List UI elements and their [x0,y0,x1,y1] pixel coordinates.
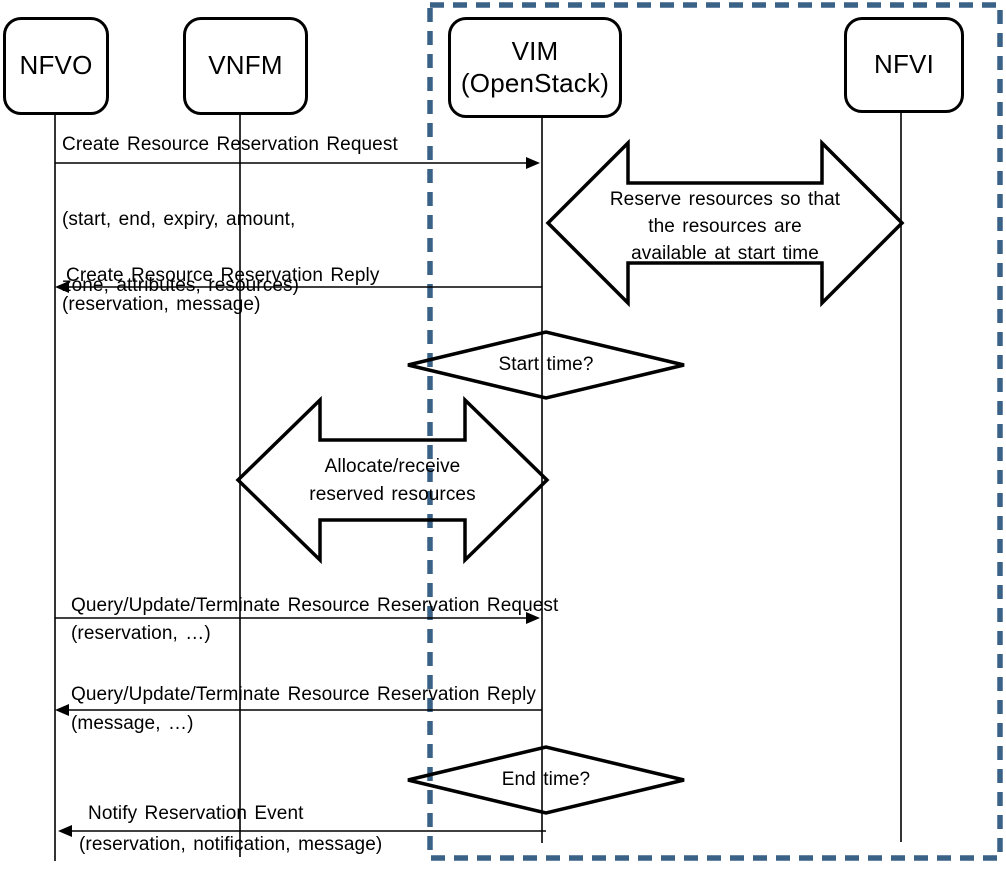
message-create-reply-param1: (reservation, message) [62,294,261,315]
vim-scope-dashed-border [427,2,1003,861]
actor-nfvi: NFVI [844,17,964,113]
actor-vim: VIM (OpenStack) [448,17,622,118]
message-query-reply-label: Query/Update/Terminate Resource Reservat… [71,684,536,705]
decision-end-time-diamond [407,745,685,815]
message-create-reply-arrow [55,281,542,293]
reserve-resources-label: Reserve resources so that the resources … [548,186,902,267]
decision-start-time-label: Start time? [498,354,594,375]
actor-nfvi-label: NFVI [873,49,935,80]
message-query-request-param1: (reservation, …) [71,623,211,644]
reserve-resources-label-line1: Reserve resources so that [609,189,841,210]
decision-start-time-diamond [407,330,685,400]
allocate-resources-label-line2: reserved resources [309,484,476,505]
actor-vnfm-label: VNFM [208,50,283,81]
message-query-reply-arrow [55,704,542,716]
actor-vim-label-line2: (OpenStack) [460,67,610,98]
message-notify-arrow [58,825,546,837]
message-create-request-param1: (start, end, expiry, amount, [62,209,296,230]
message-create-request-param2: zone, attributes, resources) [62,275,300,296]
decision-end-time-label: End time? [501,769,591,790]
reserve-resources-label-line2: the resources are [648,216,802,237]
actor-nfvo-label: NFVO [19,50,93,81]
reserve-resources-double-arrow [545,138,905,308]
message-notify-param1: (reservation, notification, message) [79,834,383,855]
message-create-request-params: (start, end, expiry, amount, zone, attri… [62,165,299,341]
actor-vnfm: VNFM [183,17,308,115]
allocate-double-arrow [235,395,550,565]
message-notify-label: Notify Reservation Event [88,803,304,824]
message-query-reply-param1: (message, …) [71,713,194,734]
message-query-request-label: Query/Update/Terminate Resource Reservat… [71,595,559,616]
allocate-resources-label: Allocate/receive reserved resources [238,453,547,509]
actor-vim-label-line1: VIM [511,35,559,66]
message-create-request-arrow [55,157,540,169]
message-create-reply-label: Create Resource Reservation Reply [66,265,380,286]
message-create-request-label: Create Resource Reservation Request [62,134,398,155]
reserve-resources-label-line3: available at start time [631,243,819,264]
message-query-request-arrow [55,612,540,624]
actor-nfvo: NFVO [3,17,109,115]
allocate-resources-label-line1: Allocate/receive [324,456,461,477]
